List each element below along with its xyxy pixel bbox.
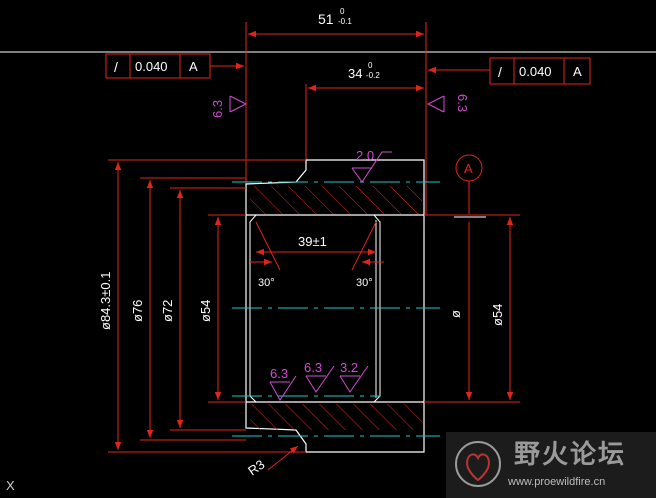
- axis-x-label: X: [6, 478, 15, 493]
- rough-bottom-2: 6.3: [304, 360, 322, 375]
- dim-34-low: -0.2: [366, 71, 380, 80]
- dim-34-base: 34: [348, 66, 362, 81]
- roughness-left: 6.3: [210, 95, 248, 118]
- runout-left-datum: A: [189, 59, 198, 74]
- angle-right: 30°: [351, 221, 384, 289]
- dia-54-left-text: ø54: [198, 300, 213, 322]
- dim-34: 34 0 -0.2: [305, 61, 424, 160]
- datum-a-text: A: [464, 161, 473, 176]
- dia-72-text: ø72: [160, 300, 175, 322]
- radius-r3: R3: [245, 445, 299, 479]
- watermark-url: www.proewildfire.cn: [508, 476, 606, 488]
- runout-frame-left: / 0.040 A: [105, 53, 244, 79]
- rough-left-text: 6.3: [210, 100, 225, 118]
- rough-right-text: 6.3: [455, 94, 470, 112]
- runout-left-value: 0.040: [135, 59, 168, 74]
- roughness-right: 6.3: [426, 94, 470, 113]
- runout-left-symbol: /: [114, 59, 118, 75]
- watermark: 野火论坛 www.proewildfire.cn: [446, 432, 656, 498]
- roughness-top: 2.0: [351, 148, 392, 183]
- hatch-top: [250, 186, 422, 214]
- dia-76-text: ø76: [130, 300, 145, 322]
- dia-dims-right: ø ø54: [424, 214, 520, 403]
- angle-right-text: 30°: [356, 277, 373, 289]
- runout-right-symbol: /: [498, 64, 502, 80]
- datum-a: A: [454, 154, 486, 218]
- angle-left-text: 30°: [258, 277, 275, 289]
- radius-text: R3: [245, 457, 267, 479]
- runout-frame-right: / 0.040 A: [428, 57, 591, 85]
- dia-dims-left: ø84.3±0.1 ø76 ø72 ø54: [98, 159, 306, 453]
- dia-phi-text: ø: [448, 310, 463, 318]
- rough-bottom-3: 3.2: [340, 360, 358, 375]
- runout-right-value: 0.040: [519, 64, 552, 79]
- runout-right-datum: A: [573, 64, 582, 79]
- rough-bottom-1: 6.3: [270, 366, 288, 381]
- rough-top-text: 2.0: [356, 148, 374, 163]
- watermark-logo-icon: [455, 441, 501, 487]
- watermark-title: 野火论坛: [514, 440, 627, 470]
- dim-39-text: 39±1: [298, 234, 327, 249]
- dim-51-low: -0.1: [338, 17, 352, 26]
- dim-51-base: 51: [318, 11, 334, 27]
- dim-39: 39±1: [256, 234, 376, 256]
- dim-34-up: 0: [368, 61, 373, 70]
- roughness-bottom: 6.3 6.3 3.2: [269, 360, 369, 401]
- dia-54-right-text: ø54: [490, 304, 505, 326]
- dim-51-up: 0: [340, 7, 345, 16]
- hatch-bottom: [250, 404, 422, 430]
- dia-843-text: ø84.3±0.1: [98, 272, 113, 330]
- dim-51: 51 0 -0.1: [245, 7, 427, 215]
- center-lines: [232, 181, 440, 437]
- angle-left: 30°: [250, 221, 281, 289]
